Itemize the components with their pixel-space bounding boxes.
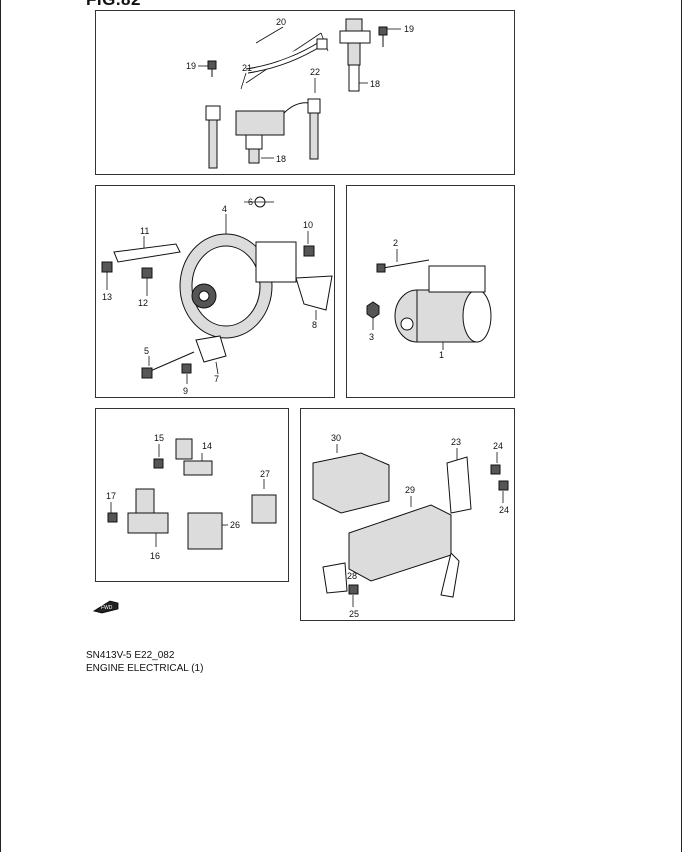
sensor-14 [183,460,213,476]
callout-18-top: 18 [370,79,380,89]
part-27 [251,494,277,524]
starter-diagram: 2 3 1 [366,238,492,360]
sensors-diagram: 15 14 17 16 26 27 [106,433,277,561]
callout-3: 3 [369,332,374,342]
ecm-cover-30 [312,452,390,514]
callout-26: 26 [230,520,240,530]
callout-29: 29 [405,485,415,495]
callout-5: 5 [144,346,149,356]
callout-17: 17 [106,491,116,501]
figure-title: FIG.82 [86,0,141,10]
callout-7: 7 [214,374,219,384]
figure-caption: ENGINE ELECTRICAL (1) [86,663,204,674]
callout-19-right: 19 [404,24,414,34]
callout-13: 13 [102,292,112,302]
callout-20: 20 [276,17,286,27]
panel-sensors: 15 14 17 16 26 27 [95,408,289,582]
callout-2: 2 [393,238,398,248]
callout-22: 22 [310,67,320,77]
ecm-diagram: 30 23 24 24 29 28 25 [312,433,509,619]
callout-15: 15 [154,433,164,443]
callout-16: 16 [150,551,160,561]
fwd-arrow-icon: FWD [92,600,119,614]
callout-9: 9 [183,386,188,396]
panel-starter: 2 3 1 [346,185,515,398]
panel-ecm: 30 23 24 24 29 28 25 [300,408,515,621]
callout-10: 10 [303,220,313,230]
callout-23: 23 [451,437,461,447]
callout-19-left: 19 [186,61,196,71]
callout-11: 11 [140,226,149,236]
callout-24-top: 24 [493,441,503,451]
callout-14: 14 [202,441,212,451]
callout-8: 8 [312,320,317,330]
ignition-diagram: 19 18 20 21 22 19 18 [186,17,414,169]
starter-solenoid [428,265,486,293]
fwd-label: FWD [101,605,113,611]
callout-12: 12 [138,298,148,308]
sensor-16 [127,512,169,534]
ecm-unit-29 [348,504,452,582]
alternator-diagram: 4 6 11 10 8 13 12 5 7 [101,196,333,396]
callout-30: 30 [331,433,341,443]
figure-code: SN413V-5 E22_082 [86,650,175,661]
callout-27: 27 [260,469,270,479]
callout-28: 28 [347,571,357,581]
panel-ignition: 19 18 20 21 22 19 18 [95,10,515,175]
callout-25: 25 [349,609,359,619]
relay-26 [187,512,223,550]
callout-4: 4 [222,204,227,214]
callout-24-bottom: 24 [499,505,509,515]
callout-18-bottom: 18 [276,154,286,164]
callout-21: 21 [242,63,252,73]
callout-1: 1 [439,350,444,360]
panel-alternator: 4 6 11 10 8 13 12 5 7 [95,185,335,398]
callout-6: 6 [248,197,253,207]
